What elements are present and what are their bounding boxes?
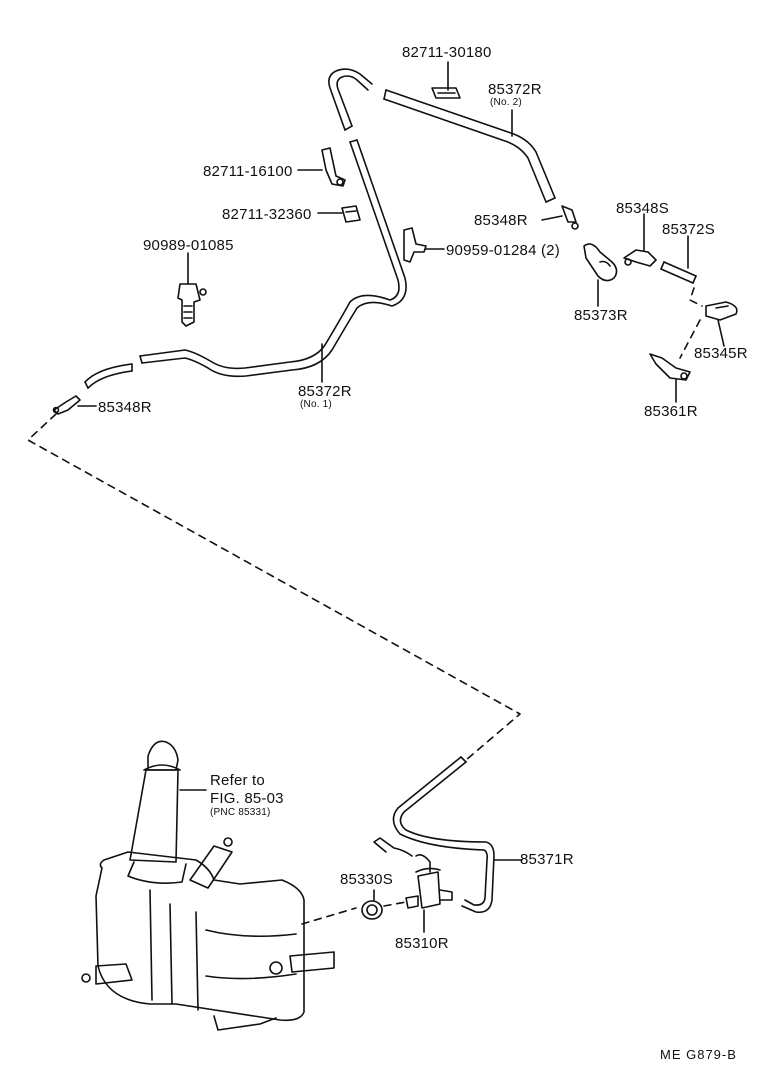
label-85372R-no2: 85372R bbox=[488, 81, 542, 98]
label-85310R: 85310R bbox=[395, 935, 449, 952]
refer-figure-number: FIG. 85-03 bbox=[210, 790, 284, 807]
hose-85372S bbox=[660, 235, 697, 284]
hose-85371R bbox=[392, 756, 523, 914]
joint-85348R-left bbox=[52, 395, 97, 415]
label-85348R-top: 85348R bbox=[474, 212, 528, 229]
grommet-85330S bbox=[361, 889, 383, 920]
hose-85372R-no2 bbox=[383, 89, 556, 203]
figure-code: ME G879-B bbox=[660, 1047, 737, 1062]
washer-tank bbox=[81, 740, 335, 1031]
joint-85348R-top bbox=[541, 205, 579, 230]
clip-90989-01085 bbox=[177, 252, 207, 327]
refer-pnc: (PNC 85331) bbox=[210, 807, 271, 818]
label-85372S: 85372S bbox=[662, 221, 715, 238]
label-90989-01085: 90989-01085 bbox=[143, 237, 234, 254]
label-85330S: 85330S bbox=[340, 871, 393, 888]
joint-85348S bbox=[623, 213, 657, 267]
nozzle-85345R bbox=[705, 301, 738, 347]
label-85361R: 85361R bbox=[644, 403, 698, 420]
clip-82711-16100 bbox=[297, 147, 346, 187]
refer-to-text: Refer to bbox=[210, 772, 265, 789]
nozzle-85373R bbox=[583, 243, 618, 307]
label-85371R: 85371R bbox=[520, 851, 574, 868]
clip-90959-01284 bbox=[403, 227, 445, 263]
label-82711-30180: 82711-30180 bbox=[402, 44, 492, 61]
hose-upper-bend bbox=[328, 68, 373, 131]
label-85348S: 85348S bbox=[616, 200, 669, 217]
clip-82711-30180 bbox=[431, 61, 461, 99]
label-90959-01284: 90959-01284 (2) bbox=[446, 242, 560, 259]
clip-82711-32360 bbox=[317, 205, 361, 223]
label-85373R: 85373R bbox=[574, 307, 628, 324]
hose-85372R-no1 bbox=[139, 139, 407, 378]
label-82711-32360: 82711-32360 bbox=[222, 206, 312, 223]
label-85372R-no1: 85372R bbox=[298, 383, 352, 400]
pump-85310R bbox=[373, 837, 453, 933]
dashed-routing-lines bbox=[27, 287, 703, 925]
label-85372R-no1-note: (No. 1) bbox=[300, 399, 332, 410]
label-82711-16100: 82711-16100 bbox=[203, 163, 293, 180]
label-85348R-left: 85348R bbox=[98, 399, 152, 416]
label-85372R-no2-note: (No. 2) bbox=[490, 97, 522, 108]
hose-left-short bbox=[84, 363, 133, 389]
bracket-85361R bbox=[649, 353, 691, 403]
label-85345R: 85345R bbox=[694, 345, 748, 362]
